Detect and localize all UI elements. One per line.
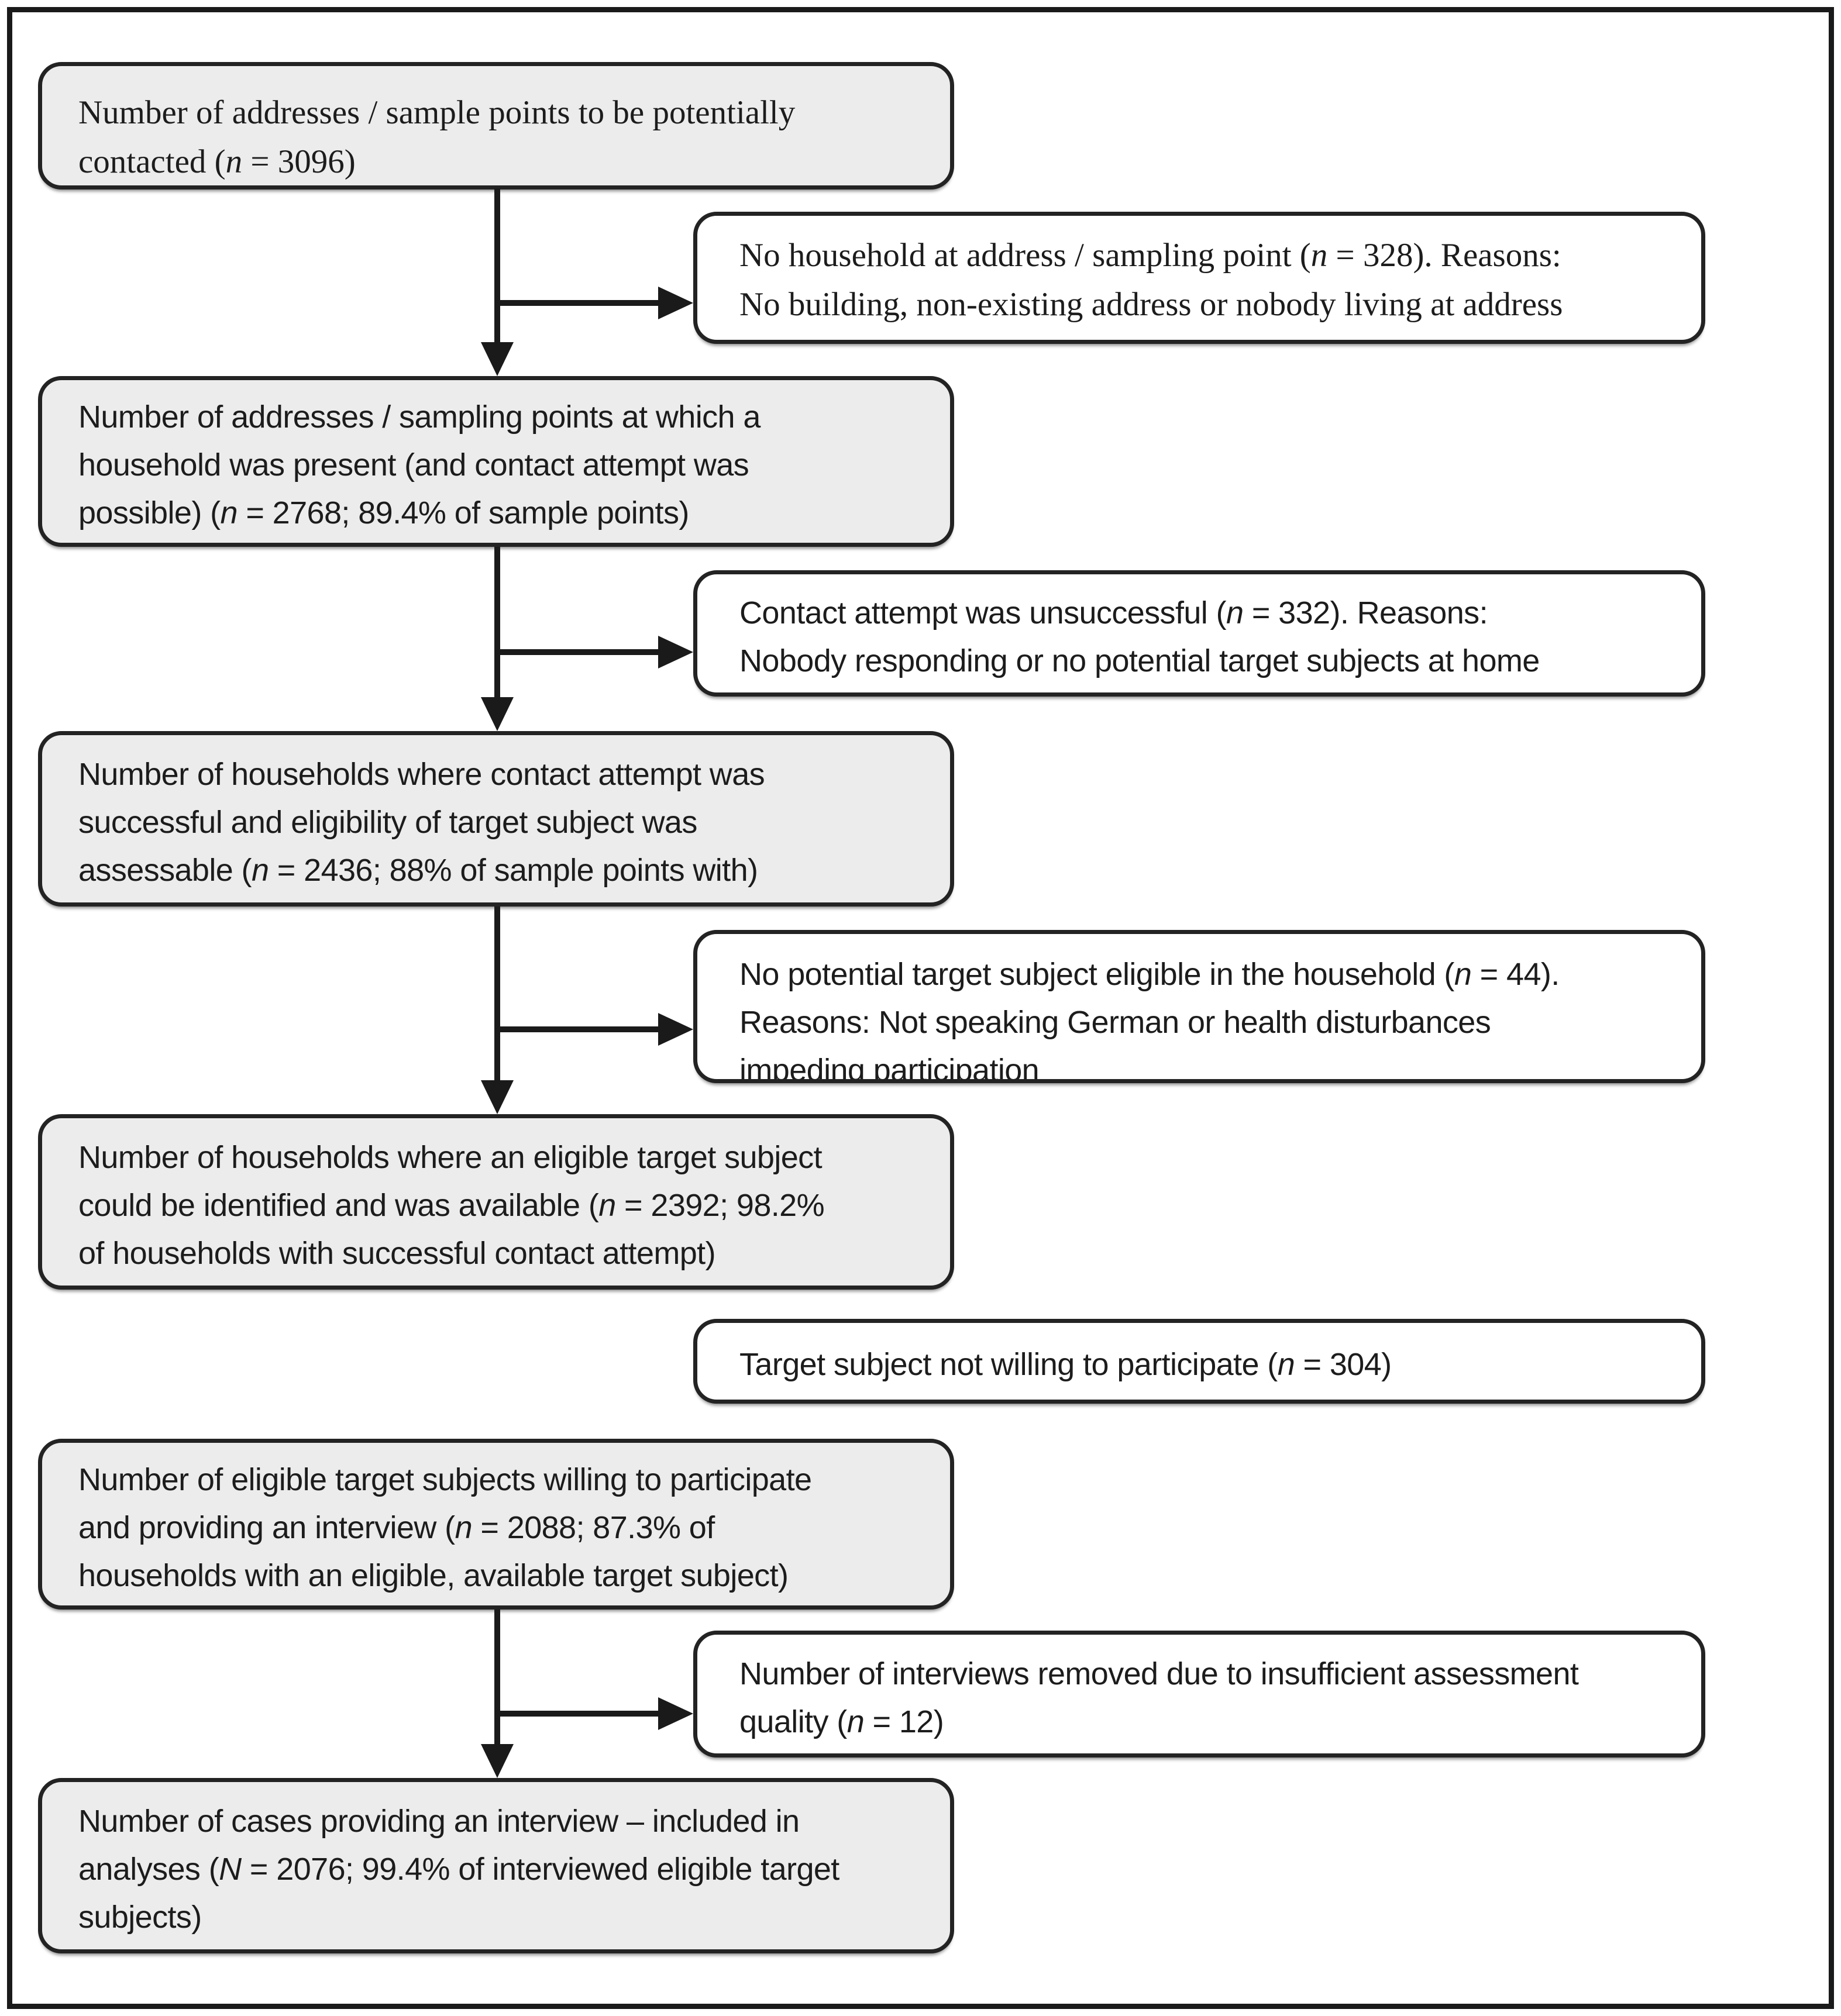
text-line: successful and eligibility of target sub…	[78, 805, 697, 840]
box-no-household-at-address: No household at address / sampling point…	[693, 212, 1705, 344]
text-line: contacted (n = 3096)	[78, 143, 356, 180]
arrowhead-right-1-icon	[658, 287, 693, 319]
text-line: and providing an interview (n = 2088; 87…	[78, 1510, 715, 1545]
text-line: Number of households where contact attem…	[78, 757, 765, 792]
flow-arrow-down-2-line	[494, 547, 500, 700]
branch-arrow-3-line	[494, 1026, 659, 1032]
branch-arrow-4-line	[494, 1711, 659, 1717]
arrowhead-right-3-icon	[658, 1013, 693, 1046]
text-line: No potential target subject eligible in …	[739, 957, 1560, 992]
branch-arrow-2-line	[494, 649, 659, 655]
text-line: Number of addresses / sample points to b…	[78, 94, 796, 131]
flow-arrow-down-3-line	[494, 907, 500, 1083]
arrowhead-down-1-icon	[481, 342, 514, 376]
text-line: No building, non-existing address or nob…	[739, 286, 1563, 323]
box-household-present: Number of addresses / sampling points at…	[38, 376, 954, 547]
text-line: Contact attempt was unsuccessful (n = 33…	[739, 595, 1488, 630]
flow-arrow-down-1-line	[494, 188, 500, 345]
text-line: Number of interviews removed due to insu…	[739, 1656, 1579, 1691]
text-line: could be identified and was available (n…	[78, 1188, 825, 1223]
box-contact-unsuccessful: Contact attempt was unsuccessful (n = 33…	[693, 570, 1705, 697]
arrowhead-right-4-icon	[658, 1697, 693, 1730]
text-line: Target subject not willing to participat…	[739, 1347, 1392, 1382]
box-included-in-analyses: Number of cases providing an interview –…	[38, 1778, 954, 1953]
text-line: possible) (n = 2768; 89.4% of sample poi…	[78, 495, 689, 530]
text-line: Number of households where an eligible t…	[78, 1140, 823, 1175]
branch-arrow-1-line	[494, 300, 659, 306]
text-line: Number of eligible target subjects willi…	[78, 1462, 812, 1497]
box-not-willing-to-participate: Target subject not willing to participat…	[693, 1319, 1705, 1404]
box-willing-to-participate: Number of eligible target subjects willi…	[38, 1439, 954, 1610]
text-line: quality (n = 12)	[739, 1704, 944, 1739]
text-line: households with an eligible, available t…	[78, 1558, 789, 1593]
text-line: No household at address / sampling point…	[739, 237, 1561, 274]
box-interviews-removed: Number of interviews removed due to insu…	[693, 1631, 1705, 1757]
text-line: of households with successful contact at…	[78, 1236, 716, 1271]
text-line: assessable (n = 2436; 88% of sample poin…	[78, 853, 758, 888]
box-contact-successful: Number of households where contact attem…	[38, 731, 954, 907]
text-line: Number of addresses / sampling points at…	[78, 399, 761, 435]
text-line: Reasons: Not speaking German or health d…	[739, 1005, 1491, 1040]
figure-border	[7, 7, 1834, 2009]
box-eligible-identified: Number of households where an eligible t…	[38, 1114, 954, 1290]
text-line: Nobody responding or no potential target…	[739, 643, 1540, 678]
arrowhead-down-2-icon	[481, 697, 514, 731]
box-addresses-to-contact: Number of addresses / sample points to b…	[38, 62, 954, 189]
text-line: analyses (N = 2076; 99.4% of interviewed…	[78, 1852, 839, 1887]
text-line: Number of cases providing an interview –…	[78, 1804, 800, 1839]
flow-arrow-down-4-line	[494, 1610, 500, 1747]
arrowhead-down-4-icon	[481, 1744, 514, 1778]
arrowhead-right-2-icon	[658, 636, 693, 668]
text-line: subjects)	[78, 1900, 202, 1935]
text-line: impeding participation	[739, 1053, 1040, 1083]
box-no-eligible-target-subject: No potential target subject eligible in …	[693, 930, 1705, 1083]
arrowhead-down-3-icon	[481, 1080, 514, 1114]
text-line: household was present (and contact attem…	[78, 447, 749, 483]
